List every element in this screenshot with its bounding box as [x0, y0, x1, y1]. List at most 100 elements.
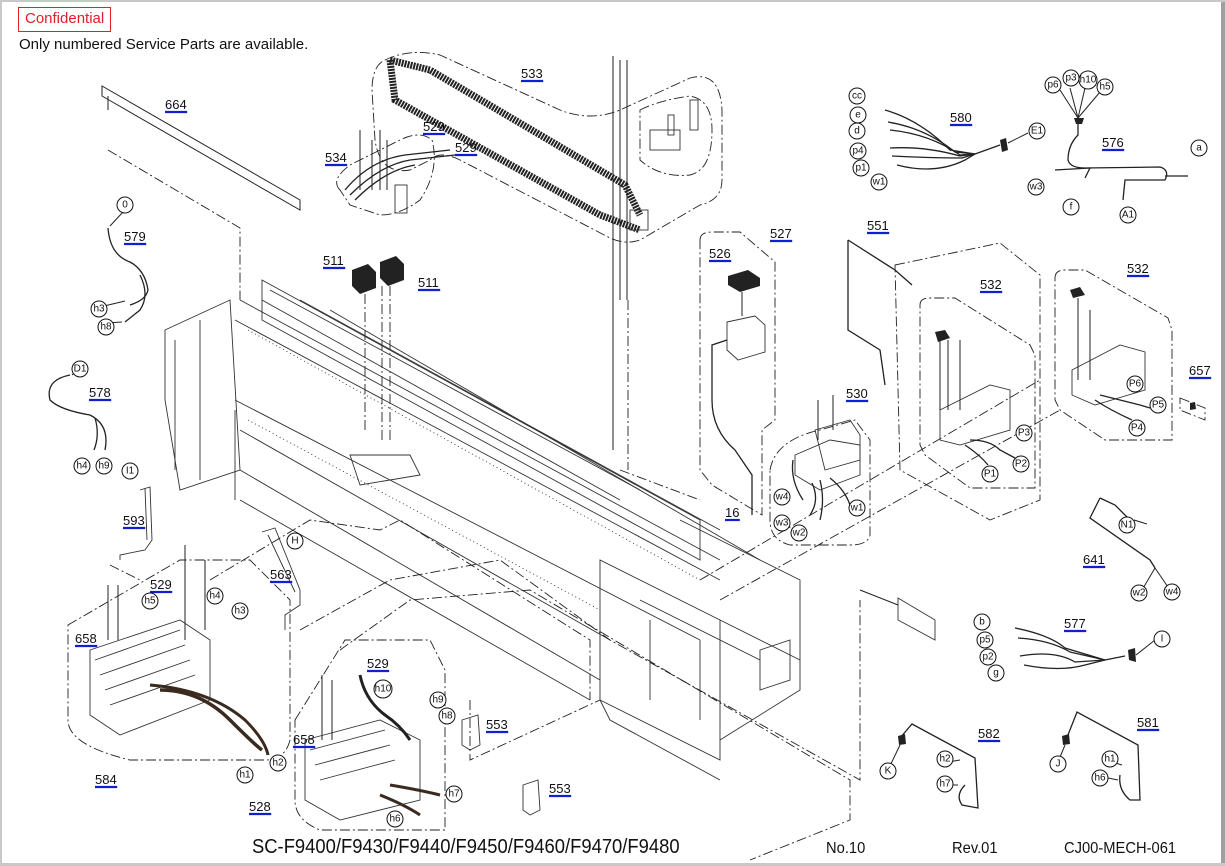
connector-bubble	[438, 707, 456, 725]
part-number-529[interactable]: 529	[367, 656, 389, 671]
connector-bubble	[849, 142, 867, 160]
part-number-577[interactable]: 577	[1064, 616, 1086, 631]
part-number-529[interactable]: 529	[150, 577, 172, 592]
connector-bubble	[71, 360, 89, 378]
part-number-553[interactable]: 553	[486, 717, 508, 732]
connector-label: h8	[441, 711, 453, 722]
part-number-526[interactable]: 526	[709, 246, 731, 261]
connector-bubble	[90, 300, 108, 318]
connector-bubble	[852, 159, 870, 177]
connector-label: h8	[100, 322, 112, 333]
connector-label: f	[1070, 202, 1073, 213]
connector-bubble	[981, 465, 999, 483]
part-number-16[interactable]: 16	[725, 505, 739, 520]
connector-label: h7	[448, 789, 460, 800]
part-number-529[interactable]: 529	[455, 140, 477, 155]
connector-label: e	[855, 110, 861, 121]
connector-label: h1	[1104, 754, 1116, 765]
connector-label: g	[993, 668, 999, 679]
part-number-580[interactable]: 580	[950, 110, 972, 125]
part-number-657[interactable]: 657	[1189, 363, 1211, 378]
connector-h5: h5	[1096, 78, 1114, 96]
part-533-cable-chain	[371, 51, 723, 470]
connector-label: h6	[1094, 773, 1106, 784]
part-number-533[interactable]: 533	[521, 66, 543, 81]
part-number-511[interactable]: 511	[323, 253, 344, 268]
part-number-664[interactable]: 664	[165, 97, 187, 112]
connector-label: P2	[1015, 459, 1028, 470]
connector-p4: p4	[849, 142, 867, 160]
connector-label: w2	[1132, 588, 1146, 599]
part-number-576[interactable]: 576	[1102, 135, 1124, 150]
part-number-563[interactable]: 563	[270, 567, 292, 582]
part-number-658[interactable]: 658	[293, 732, 315, 747]
part-number-641[interactable]: 641	[1083, 552, 1105, 567]
connector-w1: w1	[870, 173, 888, 191]
page-border-left	[0, 0, 2, 866]
connector-h6: h6	[386, 810, 404, 828]
connector-h2: h2	[269, 754, 287, 772]
connector-label: D1	[74, 364, 87, 375]
connector-bubble	[141, 592, 159, 610]
part-number-530[interactable]: 530	[846, 386, 868, 401]
part-number-582[interactable]: 582	[978, 726, 1000, 741]
connector-p6: p6	[1044, 76, 1062, 94]
part-number-579[interactable]: 579	[124, 229, 146, 244]
connector-bubble	[1027, 178, 1045, 196]
connector-e1: E1	[1028, 122, 1046, 140]
connector-label: P6	[1129, 379, 1142, 390]
part-532-left-assembly	[894, 242, 1041, 521]
part-number-584[interactable]: 584	[95, 772, 117, 787]
connector-label: h4	[209, 591, 221, 602]
part-580-harness	[884, 109, 1029, 170]
part-number-532[interactable]: 532	[980, 277, 1002, 292]
part-number-658[interactable]: 658	[75, 631, 97, 646]
connector-label: w1	[850, 503, 864, 514]
connector-bubble	[790, 524, 808, 542]
connector-bubble	[1149, 396, 1167, 414]
connector-label: h2	[272, 758, 284, 769]
connector-h4: h4	[206, 587, 224, 605]
connector-bubble	[1190, 139, 1208, 157]
part-number-551[interactable]: 551	[867, 218, 889, 233]
part-number-527[interactable]: 527	[770, 226, 792, 241]
connector-label: P3	[1018, 428, 1031, 439]
part-number-593[interactable]: 593	[123, 513, 145, 528]
part-number-511[interactable]: 511	[418, 275, 439, 290]
part-number-529[interactable]: 529	[423, 119, 445, 134]
connector-bubble	[1091, 769, 1109, 787]
part-number-528[interactable]: 528	[249, 799, 271, 814]
connector-label: h3	[93, 304, 105, 315]
connector-label: h5	[1099, 82, 1111, 93]
revision: Rev.01	[952, 840, 998, 857]
connector-e: e	[849, 106, 867, 124]
connector-bubble	[236, 766, 254, 784]
connector-h4: h4	[73, 457, 91, 475]
connector-bubble	[1163, 583, 1181, 601]
part-number-534[interactable]: 534	[325, 150, 347, 165]
connector-label: p3	[1065, 73, 1077, 84]
connector-h3: h3	[90, 300, 108, 318]
connector-p3: P3	[1015, 424, 1033, 442]
connector-label: h4	[76, 461, 88, 472]
connector-h8: h8	[438, 707, 456, 725]
connector-bubble	[445, 785, 463, 803]
part-number-553[interactable]: 553	[549, 781, 571, 796]
connector-bubble	[1078, 70, 1098, 90]
part-number-578[interactable]: 578	[89, 385, 111, 400]
connector-h1: h1	[1101, 750, 1119, 768]
connector-label: h9	[98, 461, 110, 472]
part-584-assembly	[67, 545, 291, 761]
connector-bubble	[1128, 419, 1146, 437]
connector-bubble	[1118, 516, 1136, 534]
connector-bubble	[848, 122, 866, 140]
connector-label: h9	[432, 695, 444, 706]
dashed-leader-outlines	[209, 379, 1061, 861]
connector-h5: h5	[141, 592, 159, 610]
connector-bubble	[1015, 424, 1033, 442]
connector-bubble	[1049, 755, 1067, 773]
connector-bubble	[206, 587, 224, 605]
part-number-581[interactable]: 581	[1137, 715, 1159, 730]
part-number-532[interactable]: 532	[1127, 261, 1149, 276]
connector-h9: h9	[429, 691, 447, 709]
